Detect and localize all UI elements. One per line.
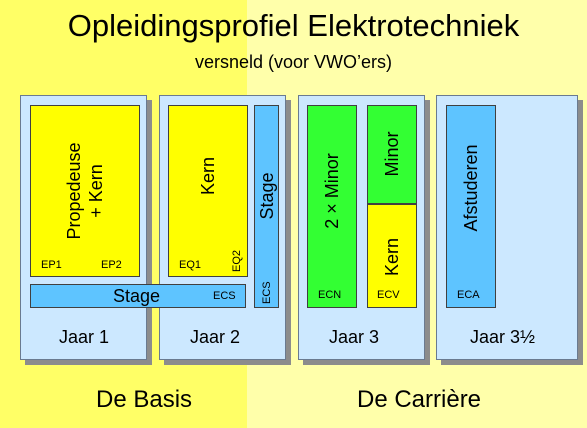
code-ecs: ECS — [213, 290, 236, 302]
code-eq2: EQ2 — [231, 249, 243, 272]
code-ep1: EP1 — [41, 259, 62, 271]
year4-label: Jaar 3½ — [470, 327, 536, 347]
year1-label: Jaar 1 — [59, 327, 110, 347]
stage-label: Stage — [113, 286, 161, 306]
minor-block-year3: 2 × Minor ECN — [307, 105, 357, 308]
propedeuse-kern-label: Propedeuse + Kern — [63, 142, 107, 239]
de-carriere-label: De Carrière — [357, 386, 482, 413]
kern-label-year3: Kern — [382, 237, 402, 277]
kern-block-year3: Kern ECV — [367, 204, 417, 308]
page-title: Opleidingsprofiel Elektrotechniek — [67, 8, 520, 43]
kern-label-year2: Kern — [198, 156, 218, 196]
code-ep2: EP2 — [101, 259, 122, 271]
propedeuse-label: Propedeuse — [64, 142, 84, 240]
code-ecn: ECN — [318, 289, 342, 301]
code-ecs-year2: ECS — [261, 281, 273, 304]
year2-label: Jaar 2 — [190, 327, 241, 347]
page-subtitle: versneld (voor VWO’ers) — [194, 52, 393, 72]
kern-block-year2: Kern EQ1 EQ2 — [168, 105, 248, 277]
stage-block-year1: Stage ECS — [30, 284, 246, 308]
minor-small-block: Minor — [367, 105, 417, 204]
plus-kern-label: + Kern — [86, 164, 106, 218]
code-eca: ECA — [457, 289, 480, 301]
afstuderen-label: Afstuderen — [461, 144, 481, 232]
two-minor-label: 2 × Minor — [322, 153, 342, 229]
afstuderen-block: Afstuderen ECA — [446, 105, 496, 308]
de-basis-label: De Basis — [96, 386, 193, 413]
propedeuse-kern-block: Propedeuse + Kern EP1 EP2 — [30, 105, 140, 277]
stage-block-year2: Stage ECS — [254, 105, 279, 308]
code-eq1: EQ1 — [179, 259, 202, 271]
code-ecv: ECV — [377, 289, 400, 301]
year3-label: Jaar 3 — [329, 327, 380, 347]
stage-label-year2: Stage — [256, 172, 277, 220]
minor-label: Minor — [382, 131, 402, 177]
